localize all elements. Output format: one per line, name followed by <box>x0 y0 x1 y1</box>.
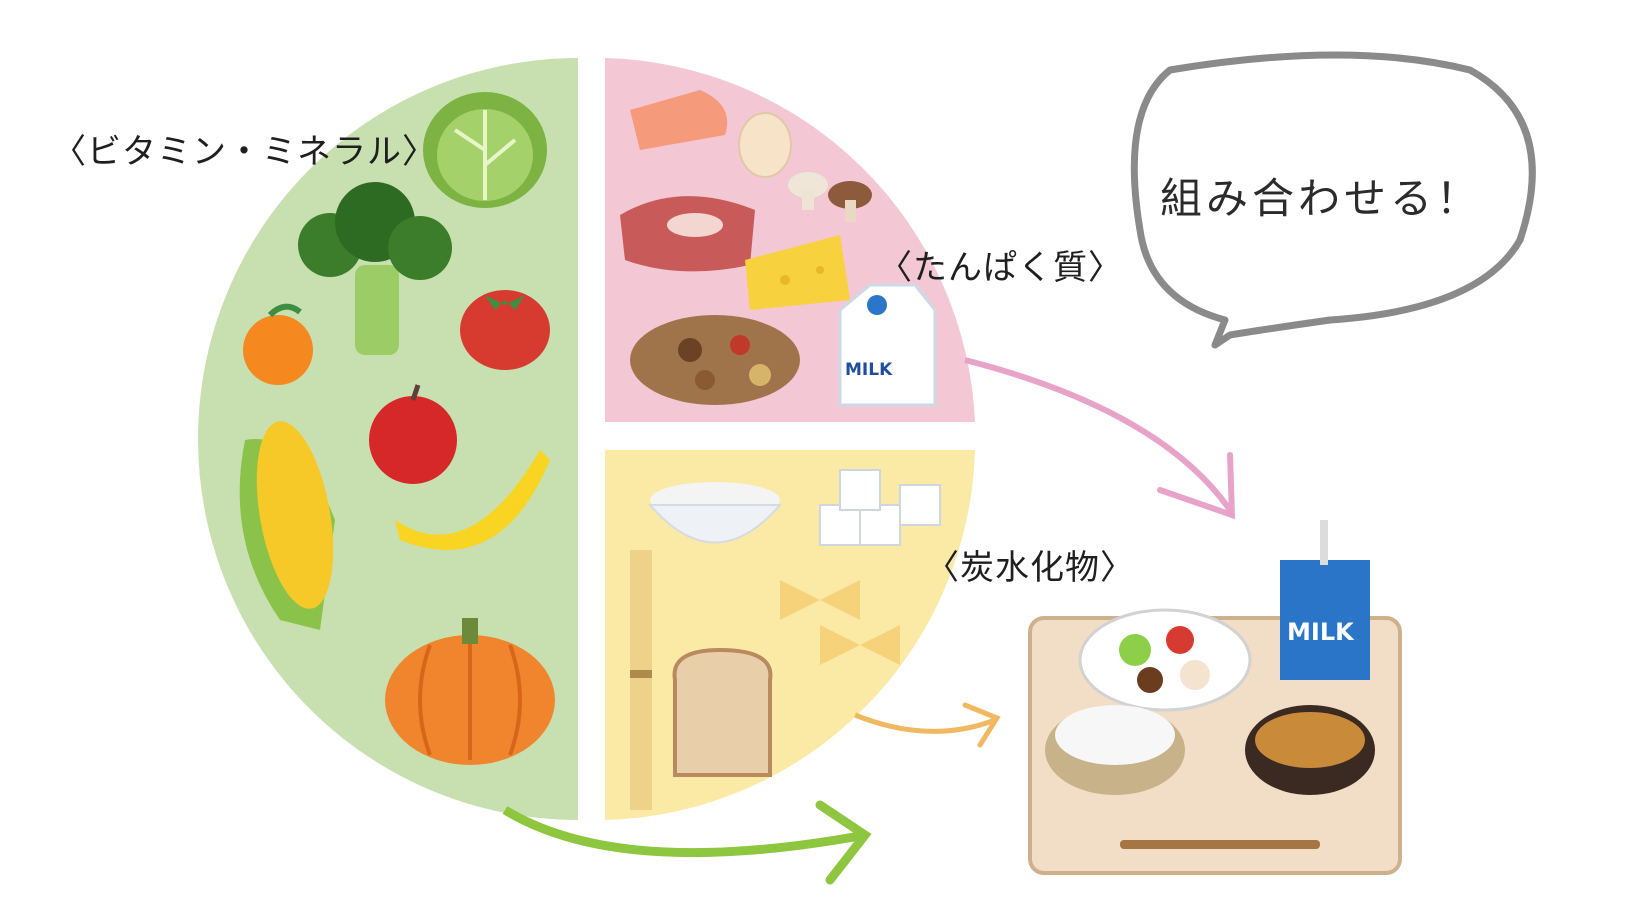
meat-icon <box>620 196 755 272</box>
tomato-icon <box>460 290 550 370</box>
salmon-icon <box>630 90 728 150</box>
green-arrow <box>502 806 866 858</box>
vitamin-mineral-label: 〈ビタミン・ミネラル〉 <box>52 132 437 172</box>
rice-bowl-icon <box>647 482 783 544</box>
cheese-icon <box>745 235 850 310</box>
pink-arrow <box>964 357 1233 512</box>
orange-arrow-head <box>962 702 1001 748</box>
cabbage-icon <box>423 92 547 208</box>
sugar-cubes-icon <box>819 469 941 546</box>
corn-icon <box>239 421 335 630</box>
apple-icon <box>369 384 457 484</box>
green-arrow-head <box>815 800 872 885</box>
bread-icon <box>672 647 773 777</box>
milk-pack-label: MILK <box>1287 618 1355 646</box>
meal-tray-icon: MILK <box>1028 520 1402 875</box>
mushroom-icon <box>788 172 872 222</box>
protein-label: 〈たんぱく質〉 <box>878 248 1123 288</box>
milk-carton-label: MILK <box>845 360 893 380</box>
speech-bubble-text: 組み合わせる！ <box>1160 174 1483 223</box>
pasta-icon <box>780 580 900 665</box>
pumpkin-icon <box>385 618 555 765</box>
spaghetti-icon <box>630 550 652 810</box>
banana-icon <box>395 450 550 550</box>
egg-icon <box>738 112 792 178</box>
carbohydrate-label: 〈炭水化物〉 <box>925 548 1135 588</box>
broccoli-icon <box>298 182 452 355</box>
pink-arrow-head <box>1157 452 1236 520</box>
nuts-icon <box>630 315 800 405</box>
milk-carton-icon: MILK <box>838 283 937 407</box>
orange-arrow <box>854 712 996 734</box>
orange-icon <box>243 303 313 385</box>
speech-bubble <box>1130 51 1536 349</box>
